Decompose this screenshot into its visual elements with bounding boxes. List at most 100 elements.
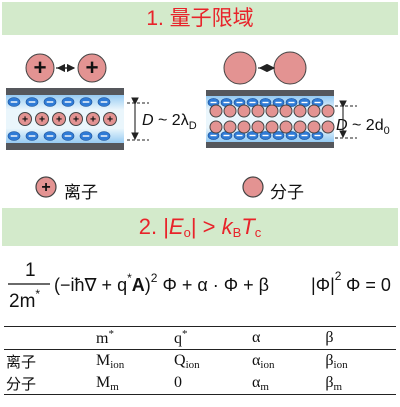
molecule xyxy=(251,104,265,118)
cell-symbol: β xyxy=(325,373,334,391)
wall-charge xyxy=(25,131,39,141)
section-2-k-sub: B xyxy=(232,225,242,240)
table-header-cell: α xyxy=(250,327,323,350)
molecule xyxy=(223,120,237,134)
table-header-cell: m* xyxy=(94,327,172,350)
molecule xyxy=(307,120,321,134)
wall-charge xyxy=(7,131,21,141)
molecule xyxy=(279,120,293,134)
wall-charge xyxy=(97,131,111,141)
molecule-legend-label: 分子 xyxy=(270,183,304,203)
ion-legend-label: 离子 xyxy=(64,183,98,203)
ion-pair: ++ xyxy=(25,53,107,83)
wall-charge xyxy=(79,97,93,107)
row-label: 分子 xyxy=(6,374,37,393)
cell-subscript: m xyxy=(260,380,269,393)
section-1-title: 1. 量子限域 xyxy=(146,7,254,30)
wall-charge xyxy=(97,97,111,107)
table-cell: βion xyxy=(323,350,396,373)
section-2-middle: | > xyxy=(190,214,222,239)
svg-text:+: + xyxy=(39,114,45,125)
molecule xyxy=(293,120,307,134)
right-width-label: D ~ 2d0 xyxy=(336,117,390,137)
section-2-prefix: 2. | xyxy=(138,214,169,239)
wall-charge xyxy=(61,131,75,141)
table-cell: αm xyxy=(250,372,323,395)
cell-symbol: M xyxy=(96,351,111,369)
molecule xyxy=(209,104,223,118)
ion: + xyxy=(69,112,83,126)
channel-wall-bottom xyxy=(6,143,124,150)
cell-symbol: β xyxy=(325,351,334,369)
section-2-E-sub: o xyxy=(183,225,191,240)
equation-abs-phi: |Φ|2 xyxy=(311,269,342,295)
right-width-dimension xyxy=(335,100,357,139)
wall-charge xyxy=(259,98,272,107)
cell-subscript: ion xyxy=(260,358,275,371)
left-width-dimension xyxy=(127,97,149,141)
molecule xyxy=(265,104,279,118)
cell-subscript: ion xyxy=(185,358,200,371)
molecule xyxy=(223,104,237,118)
wall-charge xyxy=(272,131,285,140)
molecule xyxy=(279,104,293,118)
molecule xyxy=(273,51,307,85)
wall-charge xyxy=(272,98,285,107)
molecule-legend-icon xyxy=(242,176,264,198)
molecule xyxy=(209,120,223,134)
ion: + xyxy=(35,112,49,126)
cell-symbol: M xyxy=(96,373,111,391)
table-cell: αion xyxy=(250,350,323,373)
cell-symbol: Q xyxy=(174,351,186,369)
cell-subscript: ion xyxy=(333,358,348,371)
cell-subscript: m xyxy=(333,380,343,393)
ion: + xyxy=(52,112,66,126)
section-2-E: E xyxy=(168,214,184,239)
svg-text:+: + xyxy=(56,114,62,125)
ion: + xyxy=(25,53,55,83)
molecule xyxy=(293,104,307,118)
section-2-banner: 2. |Eo| > kBTc xyxy=(2,208,398,246)
molecule xyxy=(237,104,251,118)
equation-body: (−iħ∇ + q*A)2 Φ + α · Φ + β xyxy=(54,271,269,295)
svg-text:+: + xyxy=(85,55,98,80)
molecule xyxy=(265,120,279,134)
table-cell: βm xyxy=(323,372,396,395)
ion: + xyxy=(103,112,117,126)
left-width-label: D ~ 2λD xyxy=(142,112,197,132)
wall-charge xyxy=(25,97,39,107)
table-cell: Qion xyxy=(172,350,250,373)
table-header-row: m*q * α β xyxy=(4,326,396,350)
header-symbol: β xyxy=(325,329,334,346)
table-header-cell: β xyxy=(323,327,396,350)
section-2-T-sub: c xyxy=(254,225,262,240)
svg-text:+: + xyxy=(33,55,46,80)
svg-text:+: + xyxy=(73,114,79,125)
wall-charge xyxy=(246,131,259,140)
channel-wall-bottom xyxy=(206,142,334,148)
ion: + xyxy=(18,112,32,126)
header-symbol: α xyxy=(252,329,261,346)
cell-symbol: α xyxy=(252,351,261,369)
confinement-diagram: ++ ++++++ D ~ 2λD D ~ 2d0 + xyxy=(6,51,390,198)
molecule xyxy=(321,120,335,134)
ginzburg-landau-equation: 1 2m* (−iħ∇ + q*A)2 Φ + α · Φ + β |Φ|2 Φ… xyxy=(8,260,391,312)
header-superscript: * xyxy=(108,328,114,340)
wall-charge xyxy=(259,131,272,140)
channel-wall-top xyxy=(6,88,124,95)
wall-charge xyxy=(79,131,93,141)
svg-text:+: + xyxy=(107,114,113,125)
equation-end: Φ = 0 xyxy=(346,275,391,295)
molecule xyxy=(251,120,265,134)
molecule xyxy=(321,104,335,118)
header-symbol: q xyxy=(174,330,182,347)
svg-text:+: + xyxy=(90,114,96,125)
cell-symbol: α xyxy=(252,373,261,391)
cell-subscript: ion xyxy=(110,358,125,371)
ion-legend-icon: + xyxy=(35,176,57,198)
molecule xyxy=(223,51,257,85)
